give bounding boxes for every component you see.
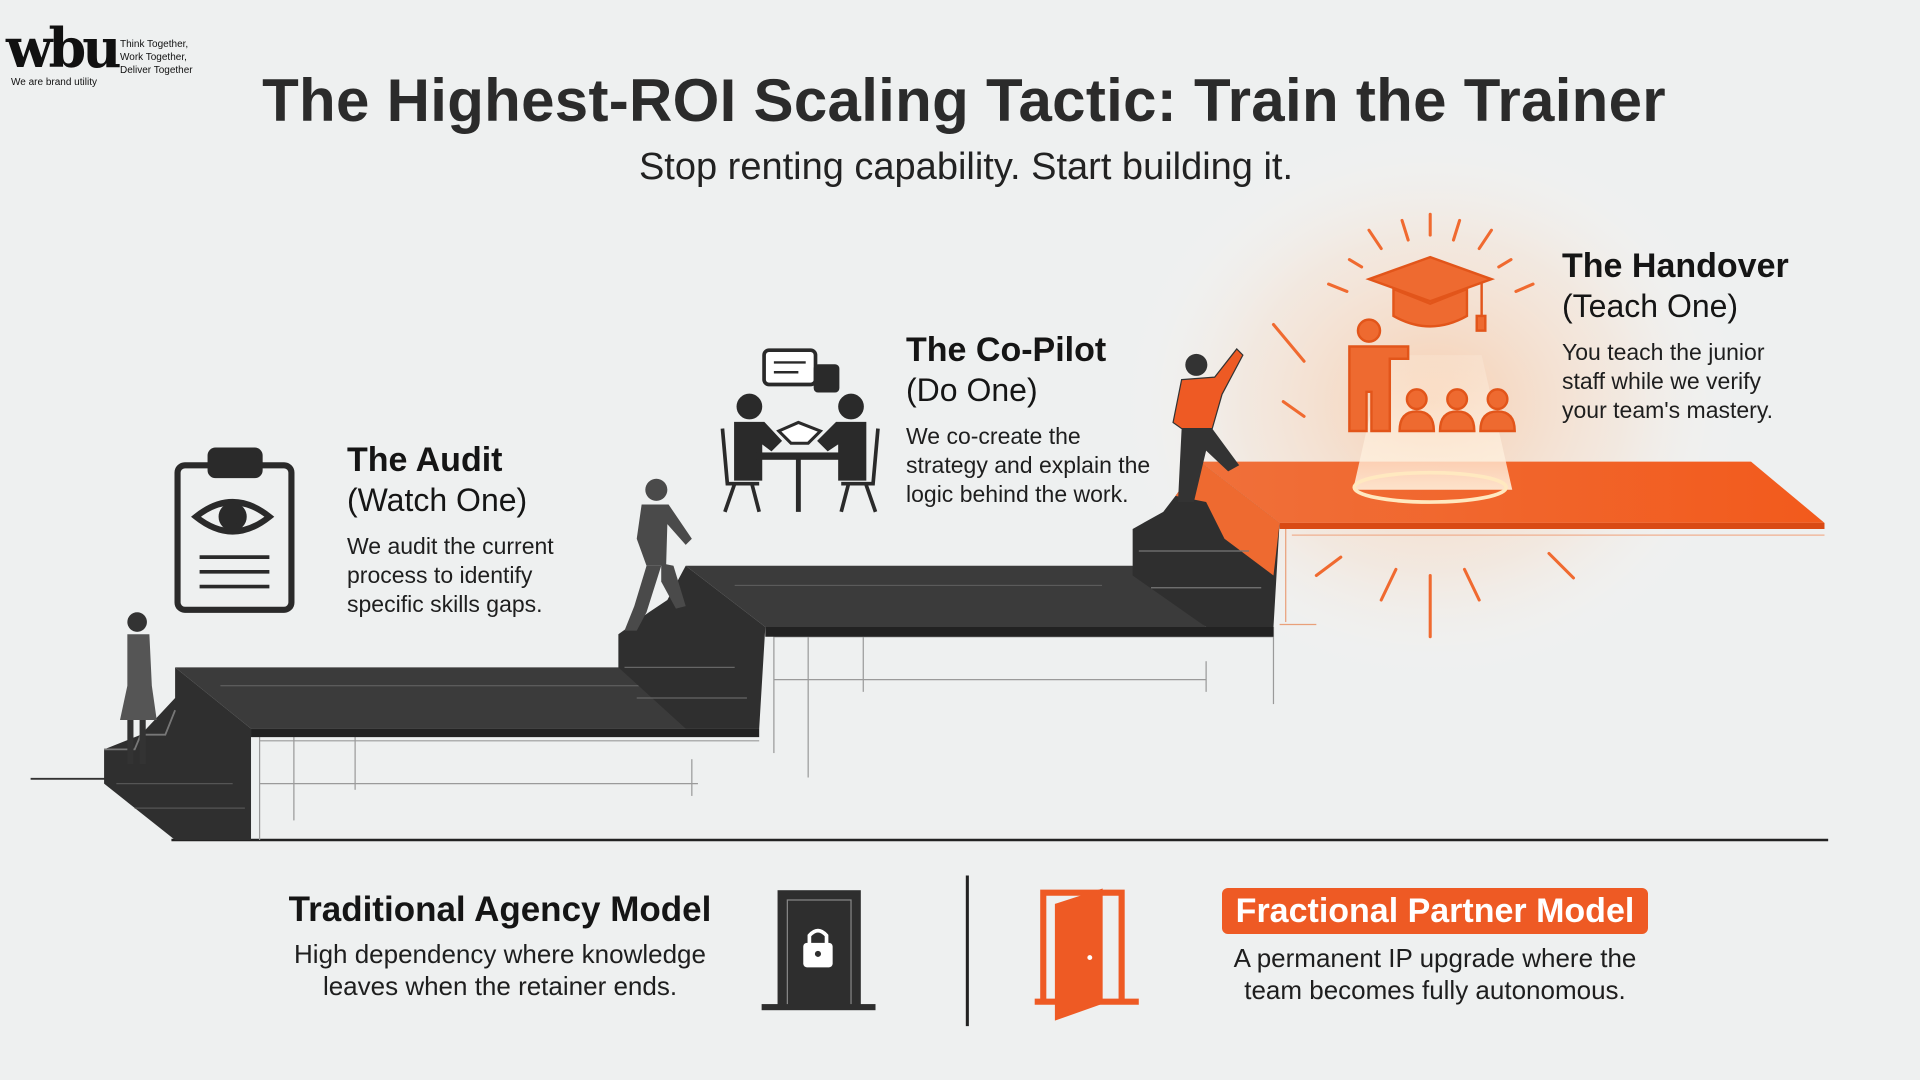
graduation-teacher-icon <box>1348 255 1516 433</box>
stairs-2 <box>618 565 1274 729</box>
step-body: We audit the current process to identify… <box>347 532 554 619</box>
meeting-handshake-icon <box>720 348 880 513</box>
traditional-model: Traditional Agency Model High dependency… <box>250 890 750 1002</box>
step-handover: The Handover (Teach One) You teach the j… <box>1562 246 1789 425</box>
body-line: your team's mastery. <box>1562 397 1774 423</box>
step-audit: The Audit (Watch One) We audit the curre… <box>347 440 554 619</box>
step-body: We co-create the strategy and explain th… <box>906 422 1150 509</box>
model-body: A permanent IP upgrade where the team be… <box>1185 942 1685 1006</box>
woman-figure <box>120 612 157 765</box>
step-body: You teach the junior staff while we veri… <box>1562 338 1789 425</box>
step-subtitle: (Teach One) <box>1562 288 1739 324</box>
page-subtitle: Stop renting capability. Start building … <box>638 146 1294 188</box>
clipboard-eye-icon <box>174 447 295 613</box>
motto-line: Think Together, <box>120 39 189 50</box>
step-title: The Handover <box>1562 247 1789 285</box>
body-line: You teach the junior <box>1562 339 1765 365</box>
stairs-1 <box>104 667 760 840</box>
body-line: logic behind the work. <box>906 481 1129 507</box>
body-line: team becomes fully autonomous. <box>1244 975 1626 1005</box>
fractional-model-badge: Fractional Partner Model <box>1222 888 1648 934</box>
open-door-icon <box>1034 888 1139 1021</box>
step-title: The Co-Pilot <box>906 331 1107 369</box>
logo-tagline: We are brand utility <box>11 77 97 88</box>
body-line: High dependency where knowledge <box>294 939 706 969</box>
motto-line: Work Together, <box>120 52 187 63</box>
body-line: staff while we verify <box>1562 368 1761 394</box>
climbing-man-figure <box>624 478 692 631</box>
light-ring <box>1352 470 1508 504</box>
page-title: The Highest-ROI Scaling Tactic: Train th… <box>262 67 1666 134</box>
body-line: A permanent IP upgrade where the <box>1233 943 1637 973</box>
step-co-pilot: The Co-Pilot (Do One) We co-create the s… <box>906 330 1150 509</box>
model-title: Traditional Agency Model <box>288 890 712 929</box>
step-title: The Audit <box>347 441 503 479</box>
body-line: specific skills gaps. <box>347 591 543 617</box>
reaching-man-figure <box>1172 348 1244 503</box>
logo-mark: wbu <box>6 16 121 80</box>
body-line: strategy and explain the <box>906 452 1151 478</box>
light-rays <box>1271 212 1576 639</box>
locked-door-icon <box>761 890 876 1011</box>
body-line: We audit the current <box>347 533 554 559</box>
motto-line: Deliver Together <box>120 65 193 76</box>
logo-motto: Think Together, Work Together, Deliver T… <box>120 38 193 77</box>
model-body: High dependency where knowledge leaves w… <box>250 938 750 1002</box>
step-subtitle: (Watch One) <box>347 482 528 518</box>
fractional-model: A permanent IP upgrade where the team be… <box>1185 942 1685 1006</box>
body-line: leaves when the retainer ends. <box>322 971 678 1001</box>
body-line: We co-create the <box>906 423 1081 449</box>
step-subtitle: (Do One) <box>906 372 1038 408</box>
body-line: process to identify <box>347 562 533 588</box>
